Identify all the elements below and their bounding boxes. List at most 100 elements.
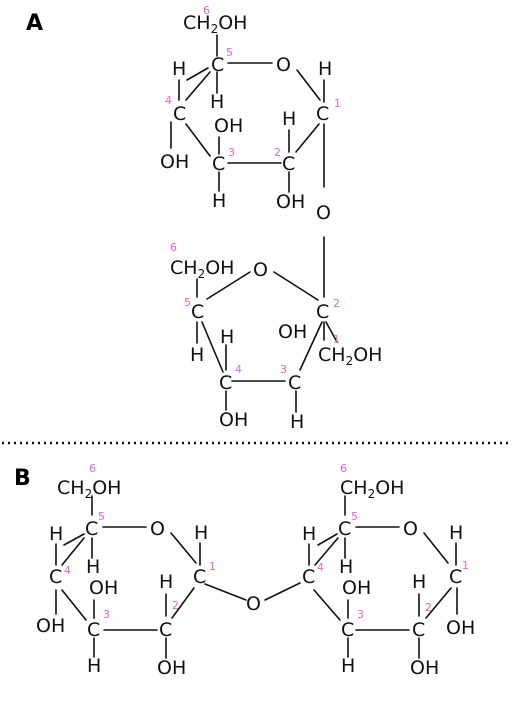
carbon-atom: C [412,619,425,641]
hydrogen-atom: H [87,655,101,677]
panel-b-glycosidic-linkage: O [204,582,301,615]
hydrogen-atom: H [341,655,355,677]
hydroxyl-group: OH [276,191,305,213]
bond [185,71,211,101]
carbon-number-1: 1 [333,333,340,346]
carbon-number-5: 5 [351,510,358,523]
bond [325,321,338,343]
ch2-group-label: CH2OH [183,12,247,36]
hydroxyl-group: OH [157,657,186,679]
carbon-atom: C [159,619,172,641]
ch2-group-label: CH2OH [57,477,121,501]
carbon-number-6: 6 [340,462,347,475]
panel-b-left-ring: CH2OH 6 C 5 O H H H C 4 C 1 OH H OH C 3 … [36,462,216,679]
hydrogen-atom: H [190,344,204,366]
carbon-atom: C [87,619,100,641]
bond [273,271,319,301]
ch2-group-label: CH2OH [170,257,234,281]
bond [299,321,323,371]
carbon-number-2: 2 [172,599,179,612]
bond [61,589,87,621]
carbon-number-3: 3 [280,363,287,376]
carbon-number-6: 6 [170,241,177,254]
carbon-atom: C [302,566,315,588]
hydrogen-atom: H [302,523,316,545]
carbon-number-3: 3 [228,146,235,159]
bond [63,533,85,546]
carbon-atom: C [212,153,225,175]
glycosidic-bond [264,582,301,601]
carbon-number-6: 6 [203,4,210,17]
ch2-group-label: CH2OH [318,344,382,368]
carbon-atom: C [193,566,206,588]
hydrogen-atom: H [220,326,234,348]
ring-oxygen-atom: O [276,54,291,76]
carbon-number-1: 1 [462,559,469,572]
hydroxyl-group: OH [160,151,189,173]
hydrogen-atom: H [449,522,463,544]
panel-b-right-ring: CH2OH 6 C 5 O H H H C 4 C 1 OH H C 3 C 2… [302,462,475,679]
carbon-atom: C [219,372,232,394]
hydroxyl-group: OH [36,615,65,637]
ring-oxygen-atom: O [253,259,268,281]
panel-label-b: B [14,466,31,491]
ring-oxygen-atom: O [150,518,165,540]
ring-oxygen-atom: O [403,518,418,540]
hydrogen-atom: H [194,522,208,544]
hydrogen-atom: H [212,190,226,212]
hydroxyl-group: OH [278,321,307,343]
bond [186,67,209,81]
carbon-atom: C [211,54,224,76]
hydrogen-atom: H [86,556,100,578]
bond [314,537,339,566]
hydrogen-atom: H [339,556,353,578]
carbon-atom: C [49,566,62,588]
bond [170,532,197,564]
hydrogen-atom: H [318,58,332,80]
carbon-number-5: 5 [184,296,191,309]
glycosidic-oxygen-atom: O [316,202,331,224]
carbon-number-2: 2 [425,601,432,614]
bond [295,123,320,153]
carbon-atom: C [85,518,98,540]
bond [61,537,85,566]
glycosidic-bond [204,583,247,601]
carbon-atom: C [449,566,462,588]
ch2-group-label: CH2OH [340,477,404,501]
hydrogen-atom: H [282,108,296,130]
carbon-atom: C [173,103,186,125]
bond [201,321,224,373]
panel-a-furanose-ring: CH2OH 6 O C 5 C 2 H OH 1 H CH2OH C 4 C 3… [170,241,382,433]
carbon-atom: C [341,619,354,641]
carbon-number-4: 4 [64,564,71,577]
hydroxyl-group: OH [410,657,439,679]
bond [423,532,449,564]
hydrogen-atom: H [159,571,173,593]
hydrogen-atom: H [290,411,304,433]
carbon-number-4: 4 [165,94,172,107]
glycosidic-oxygen-atom: O [246,593,261,615]
carbon-number-5: 5 [226,46,233,59]
bond [185,123,211,157]
hydrogen-atom: H [210,91,224,113]
carbon-atom: C [191,301,204,323]
bond [313,589,341,621]
carbon-atom: C [316,301,329,323]
panel-label-a: A [26,11,43,36]
carbon-atom: C [316,103,329,125]
hydroxyl-group: OH [219,409,248,431]
bond [317,533,338,546]
bond [296,69,321,101]
carbon-number-5: 5 [98,510,105,523]
carbon-number-2: 2 [333,297,340,310]
carbon-number-6: 6 [89,462,96,475]
hydroxyl-group: OH [214,115,243,137]
hydroxyl-group: OH [89,577,118,599]
carbon-number-1: 1 [209,560,216,573]
carbon-atom: C [338,518,351,540]
carbon-number-3: 3 [103,608,110,621]
panel-a-pyranose-ring: CH2OH 6 C 5 O H H H C 4 C 1 OH H OH C 3 … [160,4,341,298]
carbon-number-2: 2 [274,146,281,159]
hydrogen-atom: H [412,571,426,593]
